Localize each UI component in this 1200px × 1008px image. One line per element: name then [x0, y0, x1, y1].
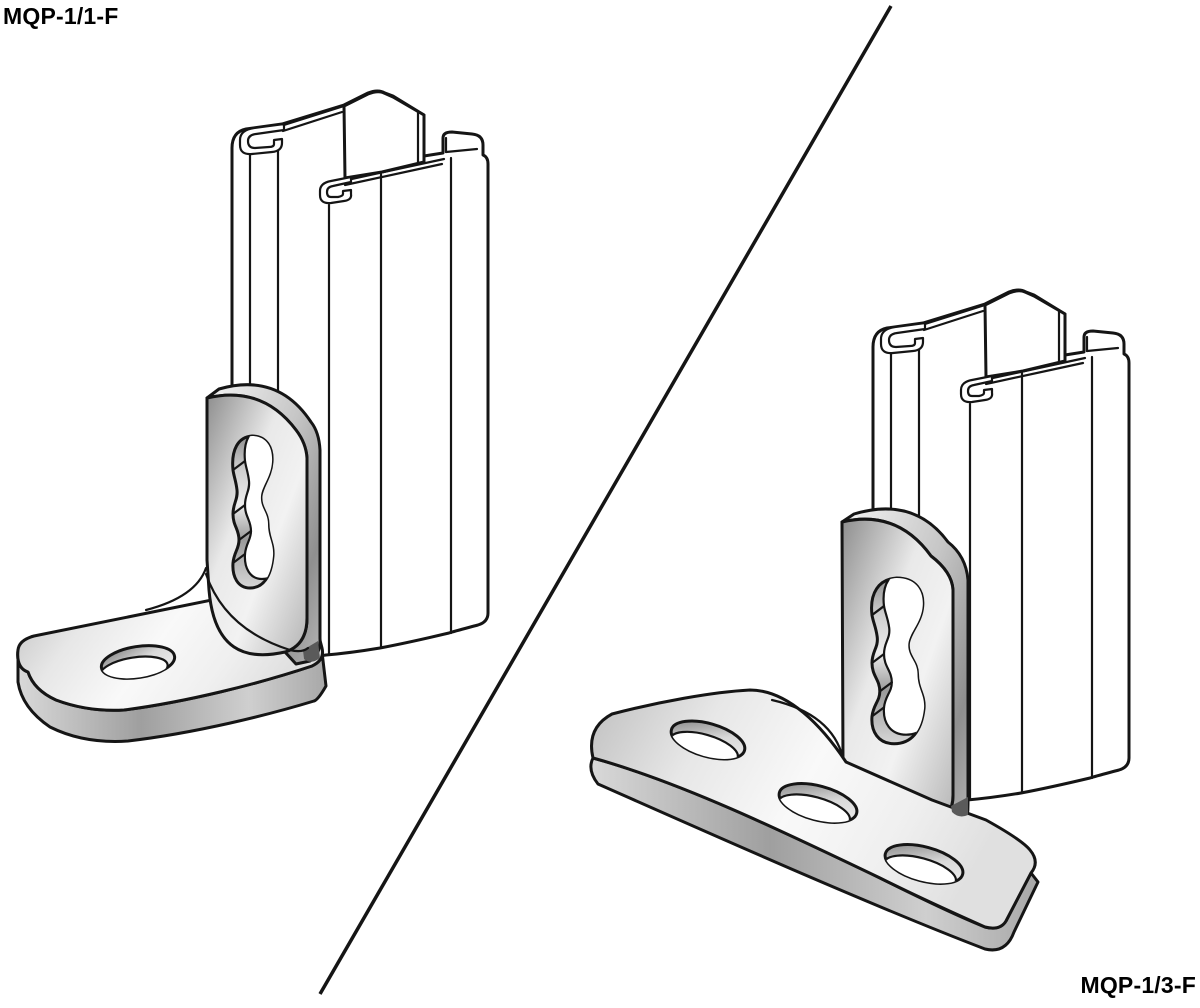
angle-bracket-mqp-1-1-f: [16, 383, 328, 743]
channel-lip-front: [959, 374, 994, 404]
channel-lip-front: [318, 175, 353, 205]
flat-bracket-mqp-1-3-f: [589, 507, 1040, 952]
part-label-mqp-1-1-f: MQP-1/1-F: [3, 3, 119, 29]
divider-line: [318, 5, 893, 995]
channel-lip-left: [879, 321, 927, 355]
part-label-mqp-1-3-f: MQP-1/3-F: [1080, 972, 1196, 998]
channel-lip-left: [238, 122, 286, 156]
